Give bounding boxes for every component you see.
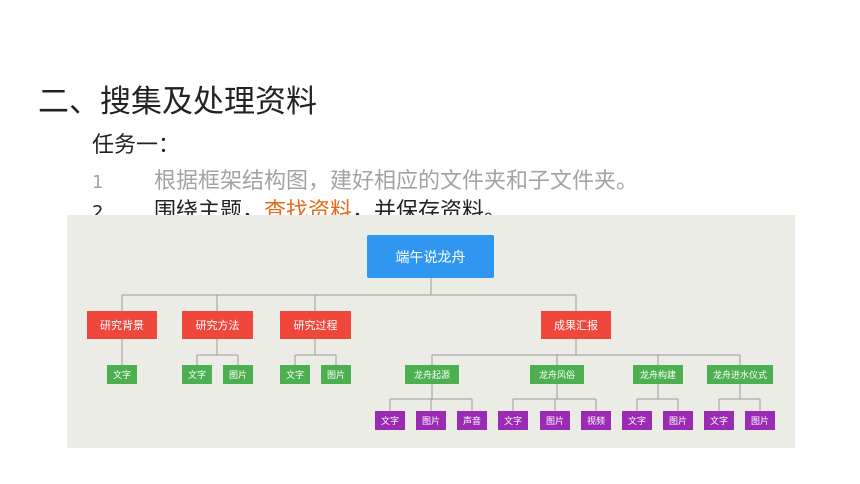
subleaf-building-image: 图片 xyxy=(663,411,693,430)
task-label: 任务一： xyxy=(92,133,181,158)
step-1: 1 根据框架结构图，建好相应的文件夹和子文件夹。 xyxy=(92,163,638,195)
framework-diagram: 端午说龙舟 研究背景 研究方法 研究过程 成果汇报 文字 文字 图片 文字 图片… xyxy=(67,215,795,448)
sub-node-dragon-boat-ceremony: 龙舟进水仪式 xyxy=(707,365,773,384)
category-node-results-report: 成果汇报 xyxy=(541,311,611,339)
root-node: 端午说龙舟 xyxy=(367,235,494,278)
connector-lines xyxy=(121,278,761,411)
sub-node-dragon-boat-origin: 龙舟起源 xyxy=(405,365,459,384)
sub-node-dragon-boat-customs: 龙舟风俗 xyxy=(530,365,584,384)
category-node-research-background: 研究背景 xyxy=(87,311,157,339)
category-node-research-method: 研究方法 xyxy=(182,311,253,339)
page-title: 二、搜集及处理资料 xyxy=(38,84,317,120)
sub-node-dragon-boat-building: 龙舟构建 xyxy=(633,365,683,384)
category-node-research-process: 研究过程 xyxy=(280,311,351,339)
subleaf-ceremony-image: 图片 xyxy=(745,411,775,430)
leaf-node-method-text: 文字 xyxy=(182,365,212,384)
subleaf-customs-text: 文字 xyxy=(498,411,528,430)
leaf-node-process-image: 图片 xyxy=(321,365,351,384)
subleaf-customs-image: 图片 xyxy=(540,411,570,430)
leaf-node-method-image: 图片 xyxy=(223,365,253,384)
leaf-node-background-text: 文字 xyxy=(107,365,137,384)
step-2-number: 2 xyxy=(92,202,104,223)
step-1-number: 1 xyxy=(92,172,104,193)
subleaf-origin-image: 图片 xyxy=(416,411,446,430)
step-1-text: 根据框架结构图，建好相应的文件夹和子文件夹。 xyxy=(154,169,639,194)
subleaf-origin-sound: 声音 xyxy=(457,411,487,430)
subleaf-building-text: 文字 xyxy=(622,411,652,430)
subleaf-origin-text: 文字 xyxy=(375,411,405,430)
subleaf-customs-video: 视频 xyxy=(581,411,611,430)
subleaf-ceremony-text: 文字 xyxy=(704,411,734,430)
leaf-node-process-text: 文字 xyxy=(280,365,310,384)
